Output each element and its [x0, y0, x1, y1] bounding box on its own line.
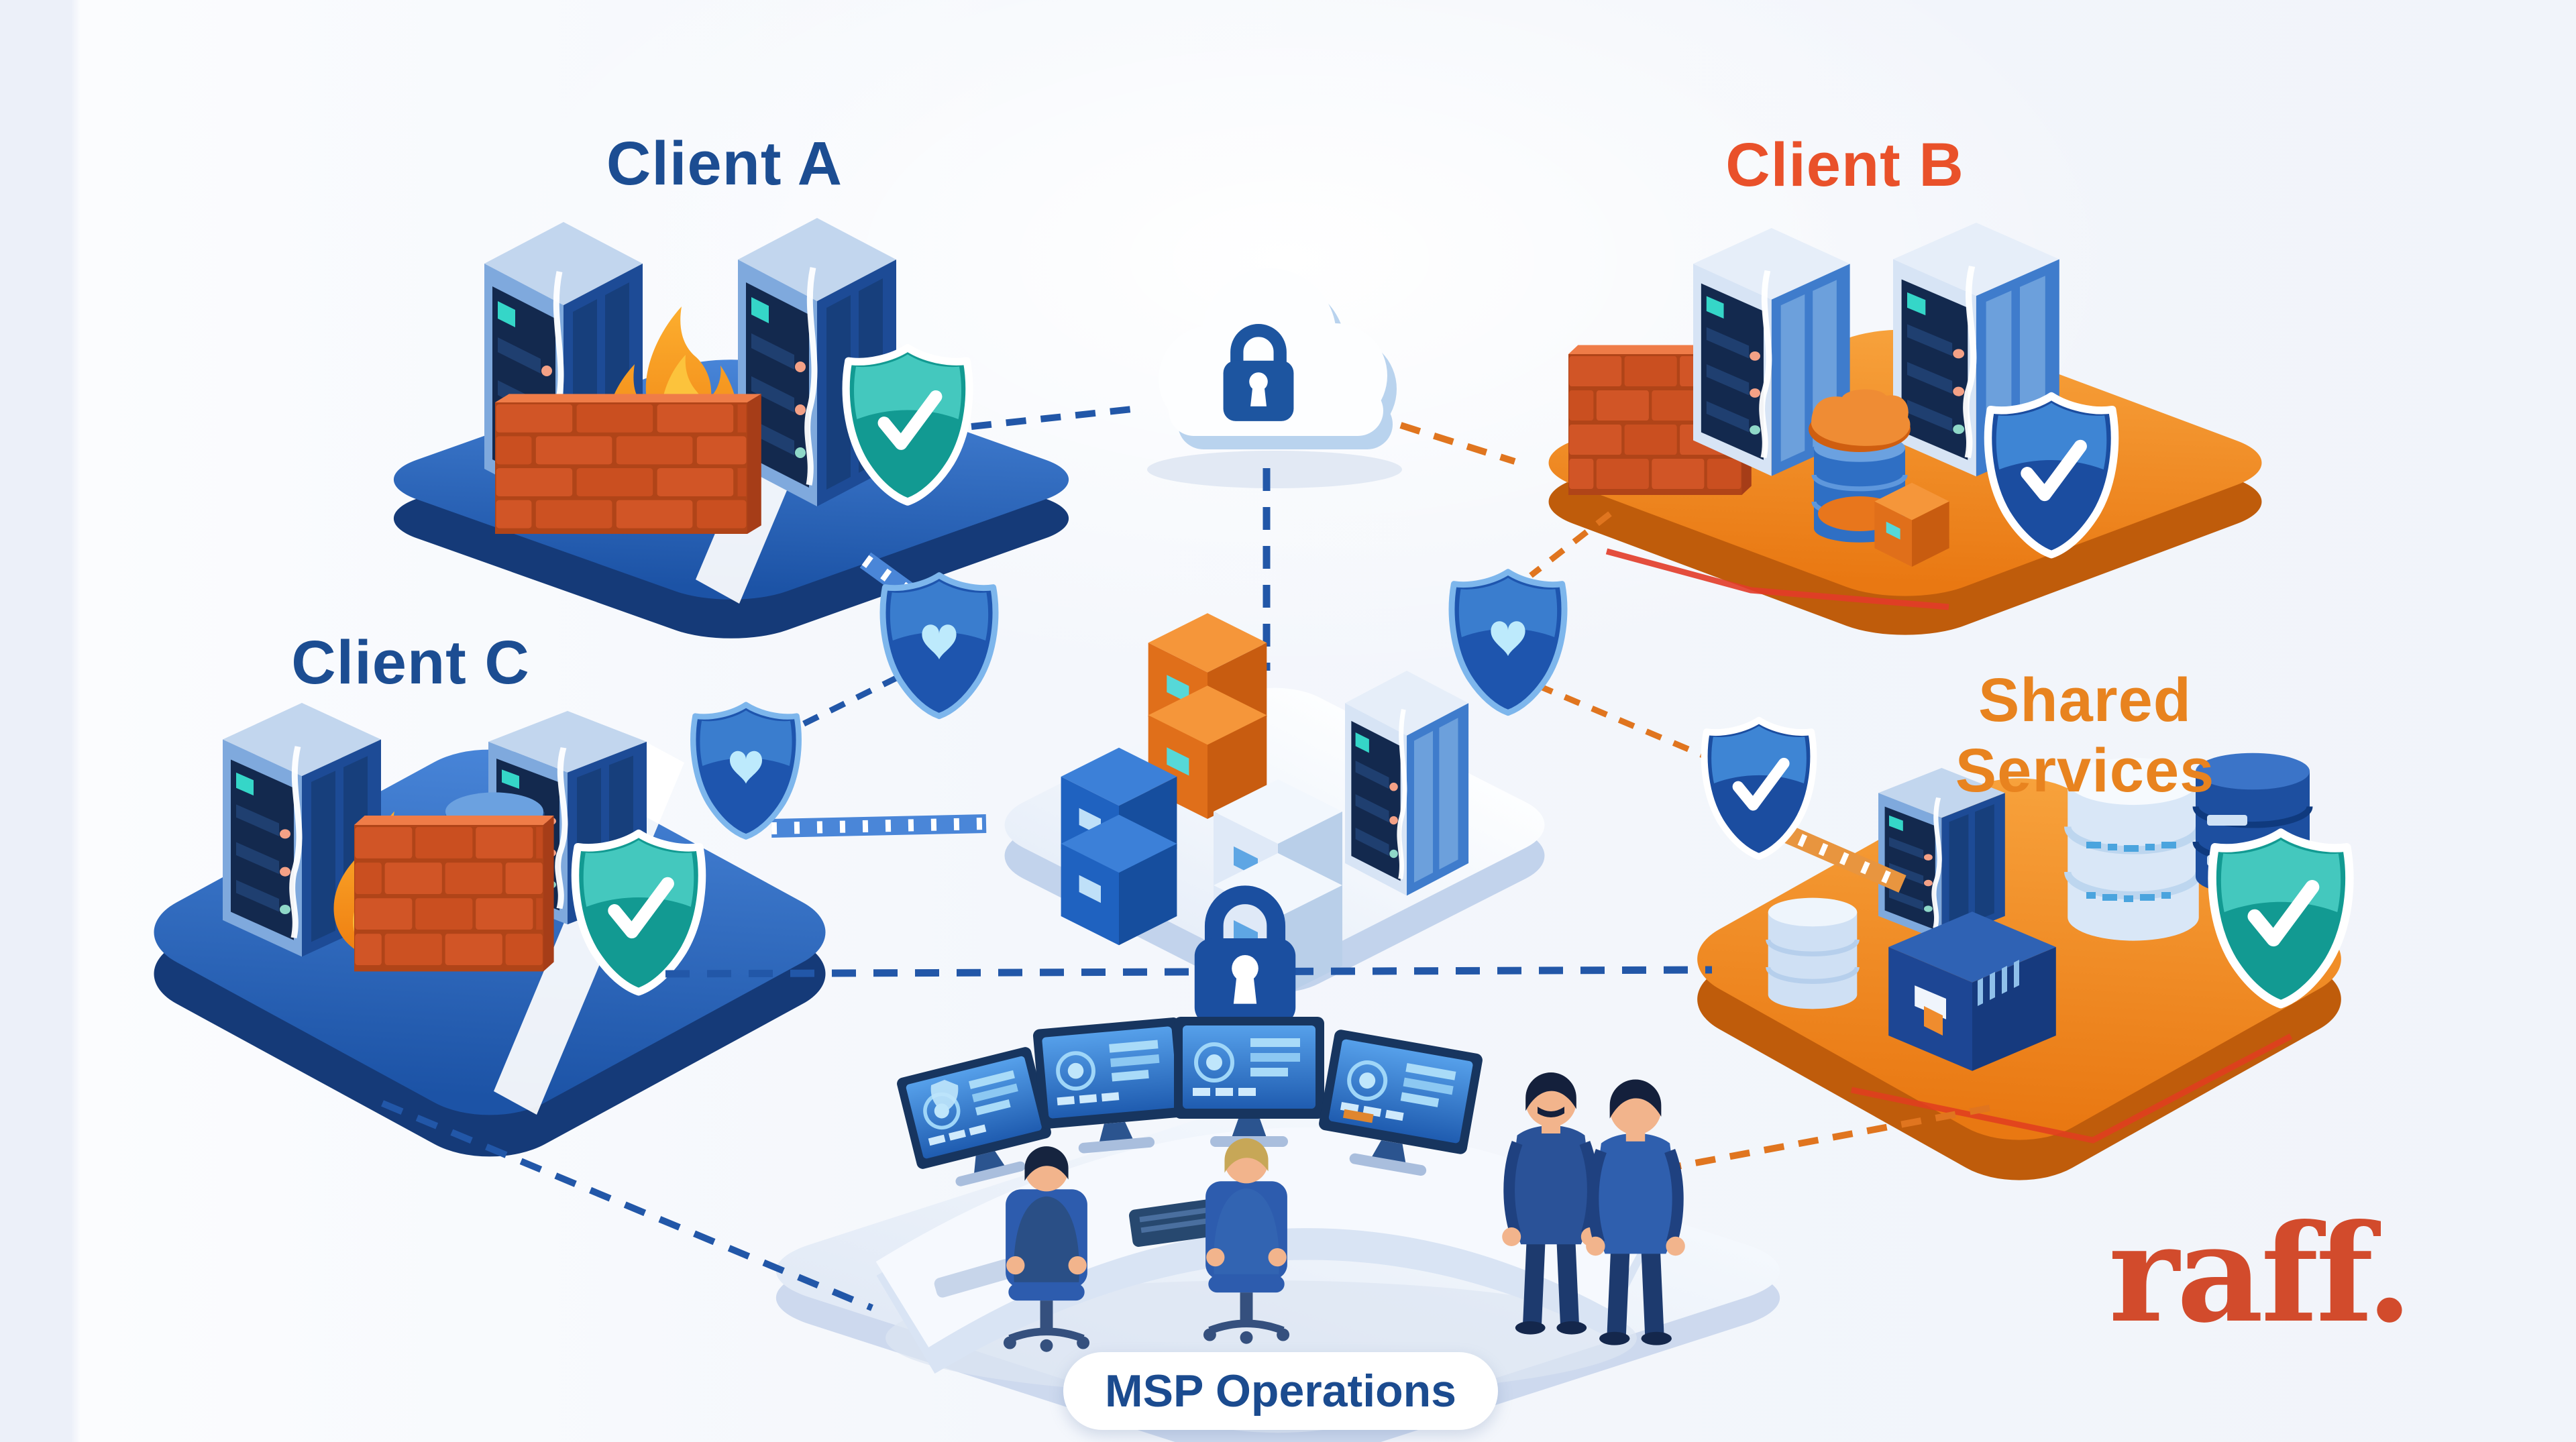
server-cube-icon — [1888, 911, 2056, 1071]
ribbon-shield-shared-services — [1775, 822, 1907, 893]
client-b-red-line — [1605, 548, 1949, 610]
connection-shield-shared-services — [1536, 682, 1729, 769]
brick-firewall-icon — [354, 815, 554, 972]
tablet-line — [1140, 1216, 1222, 1233]
zone-shared-services — [1666, 5, 2373, 1198]
client-b-label: Client B — [1725, 131, 1964, 199]
storage-stack-icon — [1809, 389, 1911, 542]
client-a-label: Client A — [606, 129, 843, 198]
cloud-shadow — [1147, 451, 1402, 488]
server-rack-icon — [1345, 671, 1468, 895]
connection-client-b-shield — [1529, 511, 1612, 578]
connection-client-c-msp — [381, 1100, 873, 1311]
msp-operations-label: MSP Operations — [1063, 1352, 1498, 1430]
shared-services-red-line — [1851, 1034, 2293, 1144]
raff-logo: raff. — [2108, 1195, 2413, 1353]
client-c-label: Client C — [291, 628, 530, 697]
zone-client-b — [1514, 223, 2296, 648]
blue-heart-shield-icon — [883, 575, 996, 716]
standing-manager-figure — [1502, 1072, 1600, 1335]
keyboard-icon — [934, 1255, 1028, 1298]
monitor-icon — [1313, 1029, 1483, 1183]
connection-shared-services-msp — [1644, 1105, 1990, 1176]
ribbon-shield-hub — [771, 814, 987, 838]
zone-client-a — [361, 218, 1102, 651]
tablet-line — [1139, 1205, 1220, 1223]
database-stack-light-icon — [2068, 758, 2199, 941]
zone-client-c — [121, 703, 858, 1174]
connection-client-a-cloud — [971, 404, 1145, 430]
database-cylinder-icon — [1768, 898, 1858, 1009]
brick-firewall-icon — [495, 394, 761, 534]
connection-cloud-client-b — [1399, 422, 1516, 465]
blue-heart-shield-icon — [693, 705, 798, 837]
cloud-padlock-icon — [1159, 268, 1397, 449]
monitor-icon — [896, 1046, 1059, 1195]
connection-boundary-horizontal — [665, 966, 1713, 978]
connection-shield-client-c — [785, 674, 899, 736]
shared-services-label: Shared Services — [1955, 666, 2215, 805]
